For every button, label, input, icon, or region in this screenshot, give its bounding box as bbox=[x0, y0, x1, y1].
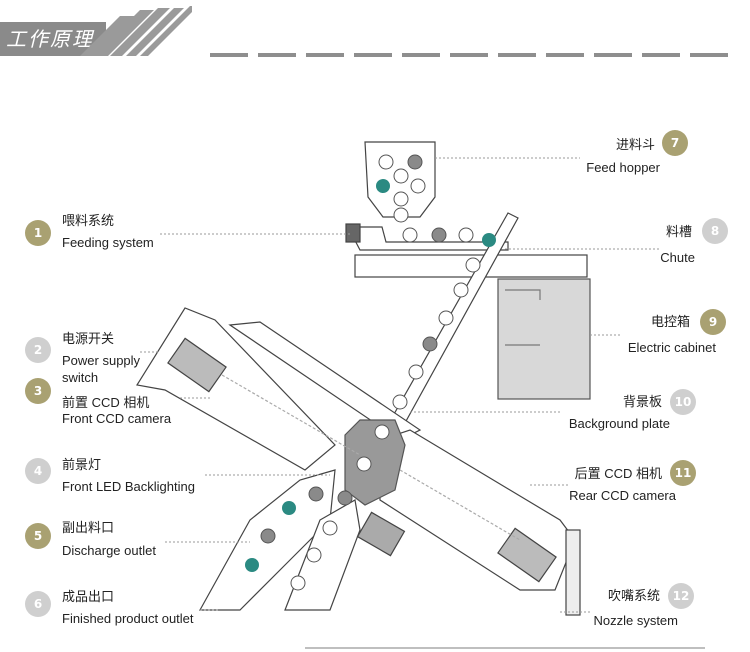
label-7-cn: 进料斗 bbox=[615, 137, 655, 152]
label-8-cn: 料槽 bbox=[665, 224, 692, 239]
label-2-en: Power supply bbox=[62, 353, 141, 368]
badge-11: 11 bbox=[670, 460, 696, 486]
front-camera bbox=[167, 337, 227, 393]
label-5-en: Discharge outlet bbox=[62, 543, 156, 558]
badge-9: 9 bbox=[700, 309, 726, 335]
badge-7: 7 bbox=[662, 130, 688, 156]
label-5-cn: 副出料口 bbox=[62, 520, 115, 535]
label-10-cn: 背景板 bbox=[622, 394, 662, 409]
badge-2: 2 bbox=[25, 337, 51, 363]
label-6-cn: 成品出口 bbox=[62, 589, 115, 604]
label-4-en: Front LED Backlighting bbox=[62, 479, 195, 494]
badge-10: 10 bbox=[670, 389, 696, 415]
badge-8: 8 bbox=[702, 218, 728, 244]
badge-12: 12 bbox=[668, 583, 694, 609]
label-2-en2: switch bbox=[62, 370, 99, 385]
label-6-en: Finished product outlet bbox=[62, 611, 194, 626]
label-11-cn: 后置 CCD 相机 bbox=[574, 466, 662, 481]
label-1-cn: 喂料系统 bbox=[62, 213, 115, 228]
header-stripes bbox=[80, 6, 192, 56]
label-3-cn: 前置 CCD 相机 bbox=[62, 395, 150, 410]
label-3-en: Front CCD camera bbox=[62, 411, 172, 426]
label-1-en: Feeding system bbox=[62, 235, 154, 250]
vibrator-block bbox=[345, 223, 361, 243]
label-7-en: Feed hopper bbox=[586, 160, 660, 175]
label-8-en: Chute bbox=[660, 250, 695, 265]
badge-1: 1 bbox=[25, 220, 51, 246]
front-camera-housing bbox=[136, 307, 336, 471]
badge-4: 4 bbox=[25, 458, 51, 484]
electric-cabinet bbox=[497, 278, 591, 400]
label-12-cn: 吹嘴系统 bbox=[607, 588, 660, 603]
nozzle-block bbox=[356, 511, 406, 557]
badge-6: 6 bbox=[25, 591, 51, 617]
label-11-en: Rear CCD camera bbox=[569, 488, 676, 503]
label-10-en: Background plate bbox=[568, 416, 670, 431]
section-title: 工作原理 bbox=[0, 22, 106, 56]
badge-5: 5 bbox=[25, 523, 51, 549]
badge-3: 3 bbox=[25, 378, 51, 404]
header: 工作原理 bbox=[0, 0, 750, 70]
label-12-en: Nozzle system bbox=[593, 613, 678, 628]
header-dashes bbox=[210, 53, 750, 59]
feeding-tray bbox=[347, 226, 509, 251]
label-2-cn: 电源开关 bbox=[62, 331, 115, 346]
label-9-cn: 电控箱 bbox=[650, 314, 690, 329]
label-4-cn: 前景灯 bbox=[62, 457, 102, 472]
rear-camera bbox=[497, 527, 557, 583]
label-9-en: Electric cabinet bbox=[627, 340, 716, 355]
